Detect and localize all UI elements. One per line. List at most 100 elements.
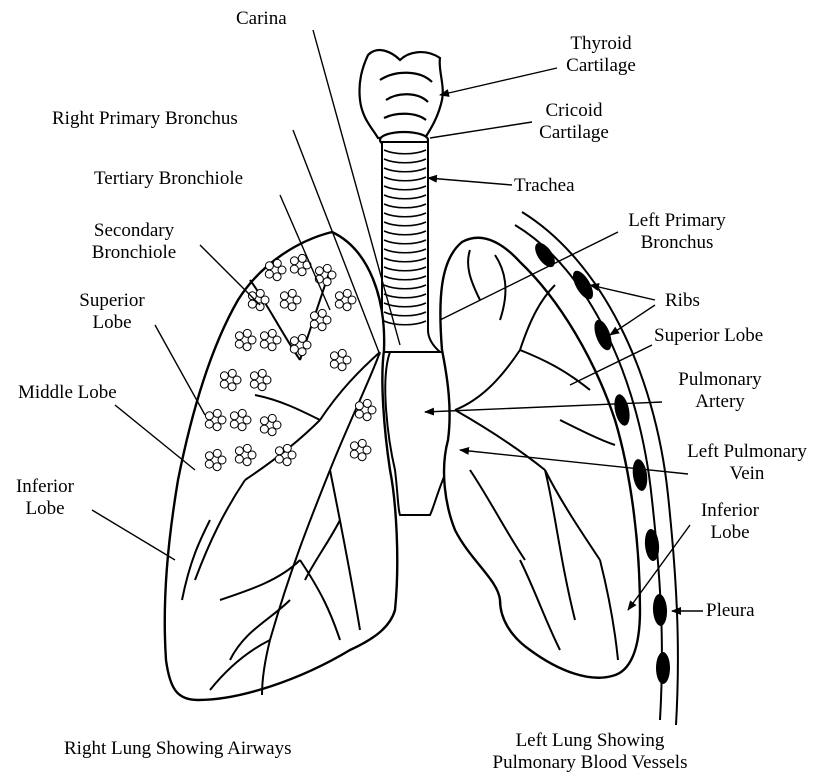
alveolus (265, 262, 273, 270)
alveolus (315, 267, 323, 275)
alveolus (275, 447, 283, 455)
alveolus (283, 458, 291, 466)
alveolus (330, 352, 338, 360)
alveolus (318, 309, 326, 317)
leader-cricoid (430, 122, 532, 138)
alveolus (220, 372, 228, 380)
alveolus (298, 334, 306, 342)
alveolus (268, 343, 276, 351)
caption-right-lung: Right Lung Showing Airways (64, 738, 291, 760)
alveolus (268, 414, 276, 422)
alveolus (338, 363, 346, 371)
alveolus (298, 348, 306, 356)
alveolus (260, 425, 268, 433)
alveolus (363, 413, 371, 421)
alveolus (213, 449, 221, 457)
label-left-pulm-vein-2: Vein (664, 463, 829, 485)
alveolus (355, 402, 363, 410)
alveolus (260, 340, 268, 348)
alveolus (290, 257, 298, 265)
alveolus (310, 320, 318, 328)
alveolus (323, 278, 331, 286)
alveolus (213, 463, 221, 471)
alveolus (256, 303, 264, 311)
alveolus (280, 300, 288, 308)
alveolus (318, 323, 326, 331)
label-tertiary-bronchiole: Tertiary Bronchiole (94, 168, 243, 190)
leader-trachea (428, 178, 512, 185)
alveolus (290, 345, 298, 353)
alveolus (350, 450, 358, 458)
label-carina: Carina (236, 8, 287, 30)
alveolus (213, 423, 221, 431)
alveolus (243, 444, 251, 452)
alveolus (228, 383, 236, 391)
alveolus (268, 329, 276, 337)
label-l-inferior-1: Inferior (688, 500, 772, 522)
alveolus (330, 360, 338, 368)
alveolus (288, 289, 296, 297)
alveolus (290, 337, 298, 345)
label-right-primary-bronchus: Right Primary Bronchus (52, 108, 238, 130)
alveolus (358, 453, 366, 461)
rib (591, 318, 615, 353)
alveolus (283, 444, 291, 452)
alveolus (235, 455, 243, 463)
alveolus (260, 417, 268, 425)
label-l-superior-lobe: Superior Lobe (654, 325, 763, 347)
alveolus (205, 452, 213, 460)
alveolus (238, 409, 246, 417)
alveolus (265, 270, 273, 278)
label-thyroid-2: Cartilage (556, 55, 646, 77)
alveolus (258, 369, 266, 377)
alveolus (235, 340, 243, 348)
label-left-primary-1: Left Primary (612, 210, 742, 232)
alveolus (363, 399, 371, 407)
alveolus (268, 428, 276, 436)
leader-r-inferior (92, 510, 175, 560)
label-l-inferior-2: Lobe (688, 522, 772, 544)
alveolus (213, 409, 221, 417)
larynx (359, 50, 442, 148)
alveolus (243, 329, 251, 337)
alveolus (205, 460, 213, 468)
alveolus (238, 423, 246, 431)
label-secondary-2: Bronchiole (78, 242, 190, 264)
caption-left-lung-1: Left Lung Showing (460, 730, 720, 752)
rib (656, 652, 670, 684)
alveolus (343, 289, 351, 297)
alveolus (235, 332, 243, 340)
alveolus (275, 455, 283, 463)
alveolus (248, 300, 256, 308)
alveolus (358, 439, 366, 447)
label-left-pulm-vein-1: Left Pulmonary (664, 441, 829, 463)
alveolus (335, 292, 343, 300)
label-pulmonary-1: Pulmonary (664, 369, 776, 391)
rib (652, 594, 668, 627)
alveolus (273, 259, 281, 267)
leader-middle (115, 405, 195, 470)
alveolus (298, 268, 306, 276)
alveolus (205, 420, 213, 428)
alveolus (230, 420, 238, 428)
alveolus (256, 289, 264, 297)
label-secondary-1: Secondary (78, 220, 190, 242)
label-r-superior-1: Superior (66, 290, 158, 312)
alveolus (260, 332, 268, 340)
alveolus (350, 442, 358, 450)
label-r-inferior-2: Lobe (4, 498, 86, 520)
alveolus (298, 254, 306, 262)
alveolus (343, 303, 351, 311)
alveolus (228, 369, 236, 377)
label-thyroid-1: Thyroid (556, 33, 646, 55)
alveolus (243, 458, 251, 466)
leader-secondary (200, 245, 260, 305)
alveolus (250, 372, 258, 380)
leader-ribs-1 (590, 285, 655, 300)
label-r-inferior-1: Inferior (4, 476, 86, 498)
alveolus (288, 303, 296, 311)
leader-thyroid (440, 68, 557, 95)
alveolus (235, 447, 243, 455)
leader-r-superior (155, 325, 205, 415)
